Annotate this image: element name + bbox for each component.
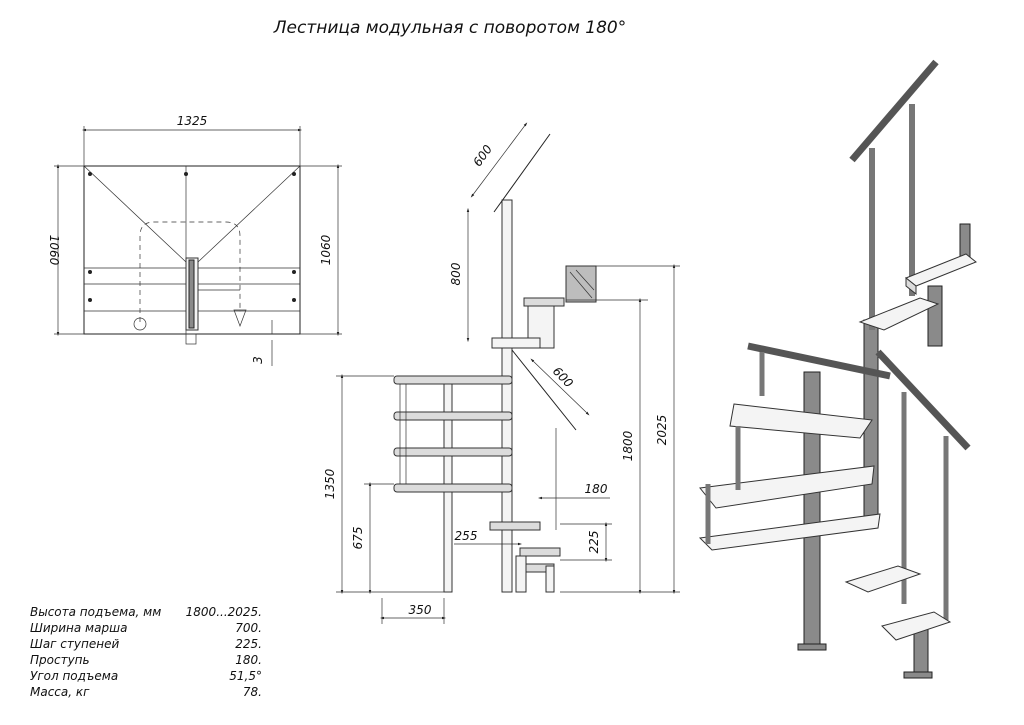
plan-view: 1325 1060 1060 3 — [47, 114, 342, 366]
spec-value: 225. — [235, 637, 262, 651]
drawing-title: Лестница модульная с поворотом 180° — [273, 18, 627, 38]
dim-tread-180: 180 — [585, 482, 608, 496]
dim-plan-height-left: 1060 — [47, 235, 61, 266]
dim-support-255: 255 — [455, 529, 478, 543]
spec-value: 700. — [235, 621, 262, 635]
spec-label: Угол подъема — [30, 669, 119, 683]
spec-value: 51,5° — [229, 669, 262, 683]
spec-row: Проступь 180. — [30, 652, 262, 668]
spec-row: Ширина марша 700. — [30, 620, 262, 636]
dim-post-350: 350 — [409, 603, 432, 617]
dim-height-1800: 1800 — [621, 430, 635, 461]
spec-label: Ширина марша — [30, 621, 128, 635]
isometric-view — [698, 59, 977, 679]
spec-label: Проступь — [30, 653, 90, 667]
spec-label: Шаг ступеней — [30, 637, 120, 651]
spec-label: Масса, кг — [30, 685, 90, 699]
specs-table: Высота подъема, мм 1800...2025. Ширина ма… — [30, 604, 262, 700]
spec-row: Шаг ступеней 225. — [30, 636, 262, 652]
dim-rail-top: 600 — [470, 142, 495, 169]
spec-value: 78. — [242, 685, 262, 699]
spec-value: 180. — [235, 653, 262, 667]
dim-rail-mid: 600 — [550, 364, 576, 390]
spec-row: Угол подъема 51,5° — [30, 668, 262, 684]
dim-step-225: 225 — [587, 531, 601, 554]
side-elevation: 600 800 600 1800 2025 1350 675 180 225 2… — [323, 122, 680, 624]
dim-plan-height-right: 1060 — [319, 234, 333, 265]
spec-label: Высота подъема, мм — [30, 605, 162, 619]
spec-row: Высота подъема, мм 1800...2025. — [30, 604, 262, 620]
spec-value: 1800...2025. — [185, 605, 262, 619]
dim-height-675: 675 — [351, 527, 365, 550]
spec-row: Масса, кг 78. — [30, 684, 262, 700]
dim-height-1350: 1350 — [323, 468, 337, 499]
dim-height-2025: 2025 — [655, 415, 669, 446]
dim-plan-width: 1325 — [177, 114, 208, 128]
dim-plan-offset: 3 — [251, 356, 265, 364]
dim-rail-height: 800 — [449, 262, 463, 285]
